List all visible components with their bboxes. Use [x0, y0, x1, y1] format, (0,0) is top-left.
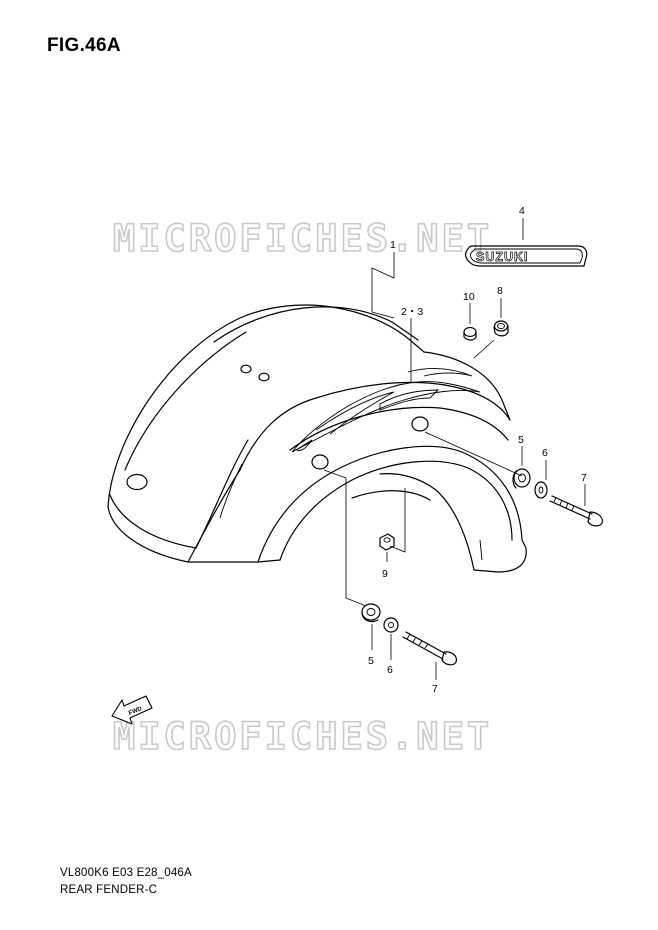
callout-2-3: 2・3	[401, 306, 423, 318]
fwd-arrow: FWD	[111, 695, 153, 725]
emblem-text: SUZUKI	[476, 250, 529, 264]
callout-6-upper: 6	[542, 447, 548, 459]
watermark-bottom: MICROFICHES.NET	[113, 715, 492, 758]
figure-code: VL800K6 E03 E28_046A	[60, 867, 192, 879]
callout-7-upper: 7	[581, 472, 587, 484]
callout-1: 1	[390, 239, 396, 251]
leader-lines	[323, 218, 586, 680]
callout-7-lower: 7	[432, 683, 438, 695]
cushion-5-upper	[512, 468, 531, 489]
callout-8: 8	[497, 285, 503, 297]
cushion-5-lower	[361, 603, 381, 623]
callout-5-upper: 5	[518, 434, 524, 446]
callout-5-lower: 5	[368, 655, 374, 667]
bolt-7-lower	[402, 631, 457, 666]
bolt-7-upper	[549, 495, 603, 527]
fwd-label: FWD	[128, 706, 144, 717]
figure-subtitle: REAR FENDER-C	[60, 884, 158, 896]
callout-9: 9	[382, 568, 388, 580]
callout-6-lower: 6	[387, 664, 393, 676]
washer-6-lower	[383, 617, 399, 633]
washer-6-upper	[534, 481, 548, 499]
figure-title: FIG.46A	[47, 35, 121, 56]
rear-fender	[107, 304, 527, 573]
suzuki-emblem: SUZUKI	[465, 245, 588, 267]
watermark-top: MICROFICHES.NET	[113, 217, 492, 260]
grommet-10	[463, 326, 477, 341]
callout-10: 10	[463, 291, 475, 303]
nut-9	[379, 533, 395, 551]
grommet-8	[493, 320, 509, 337]
callout-4: 4	[519, 205, 525, 217]
